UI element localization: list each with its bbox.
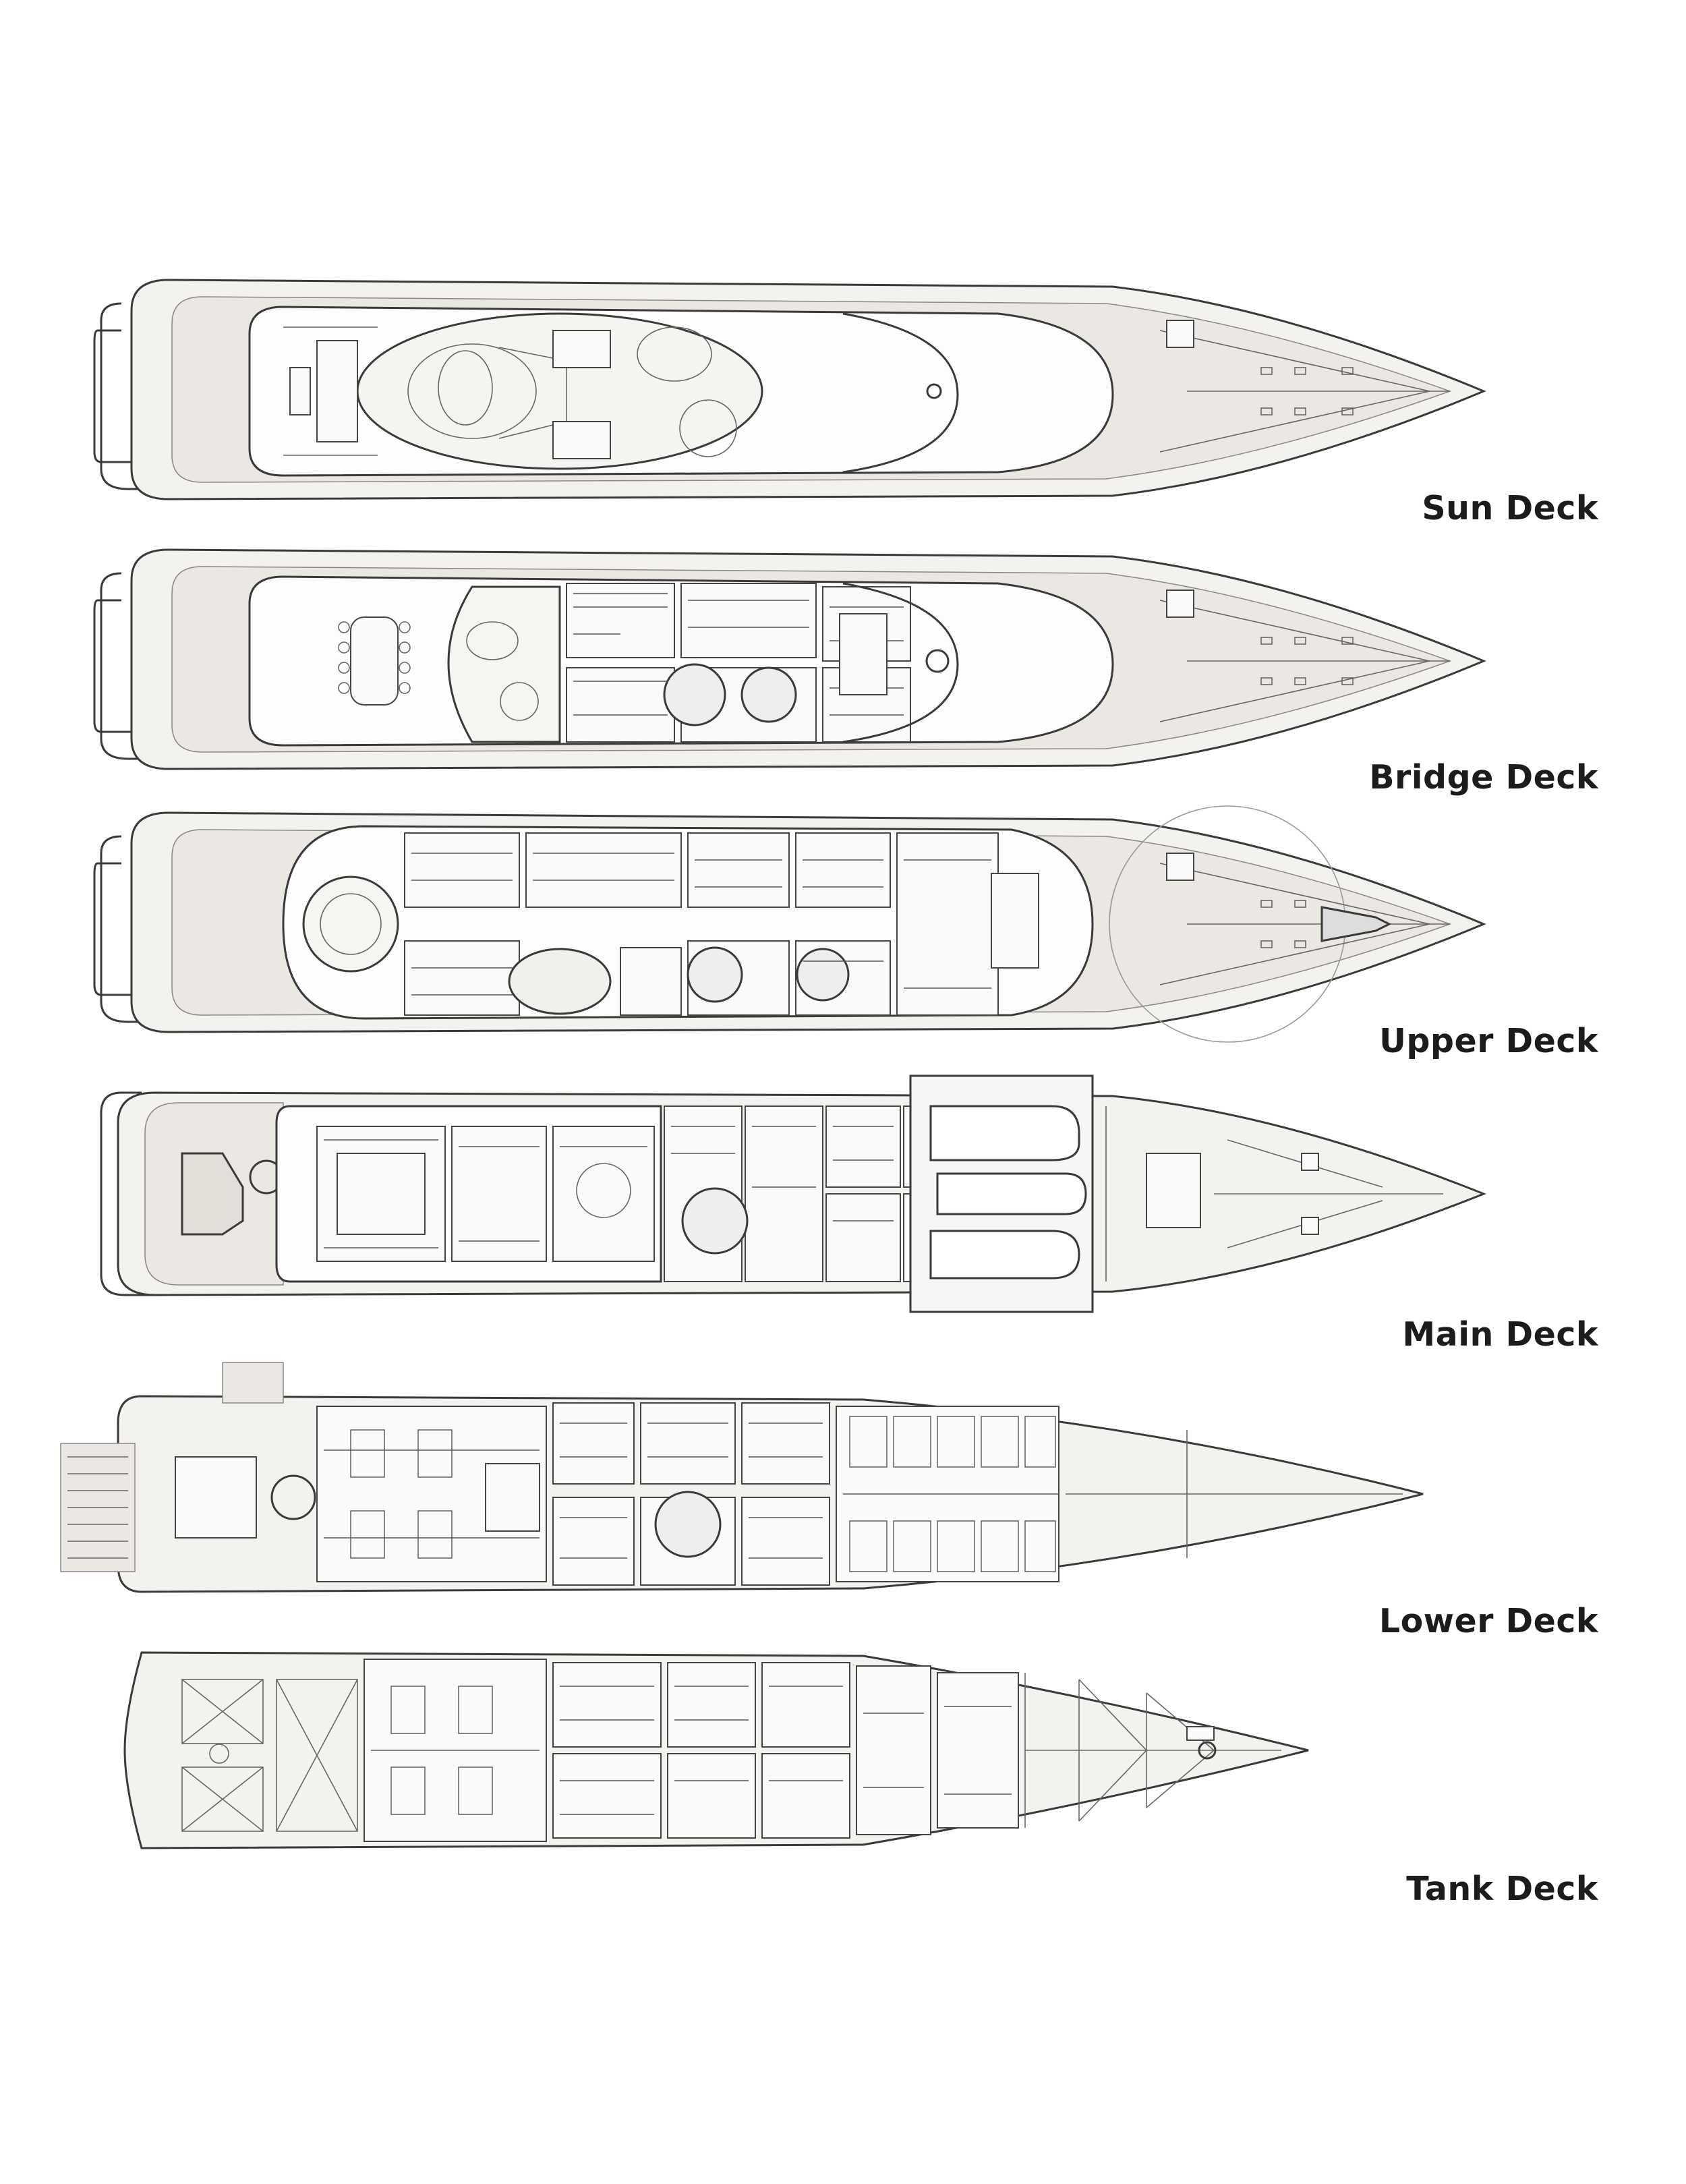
bridge-deck-section: Bridge Deck <box>0 540 1686 809</box>
sun-deck-label: Sun Deck <box>1422 489 1598 527</box>
tank-deck-plan <box>123 1651 1309 1849</box>
lower-deck-section: Lower Deck <box>0 1349 1686 1653</box>
bridge-deck-plan <box>93 548 1486 770</box>
sun-deck-plan <box>93 279 1486 500</box>
upper-deck-plan <box>93 805 1486 1043</box>
bridge-deck-label: Bridge Deck <box>1369 758 1598 797</box>
tank-deck-section: Tank Deck <box>0 1632 1686 1929</box>
main-deck-plan <box>100 1074 1487 1313</box>
lower-deck-plan <box>60 1362 1424 1593</box>
upper-deck-label: Upper Deck <box>1379 1022 1598 1060</box>
sun-deck-section: Sun Deck <box>0 266 1686 550</box>
lower-deck-label: Lower Deck <box>1378 1602 1598 1640</box>
upper-deck-section: Upper Deck <box>0 805 1686 1076</box>
tank-deck-label: Tank Deck <box>1406 1870 1598 1908</box>
main-deck-section: Main Deck <box>0 1052 1686 1383</box>
main-deck-label: Main Deck <box>1402 1315 1598 1354</box>
